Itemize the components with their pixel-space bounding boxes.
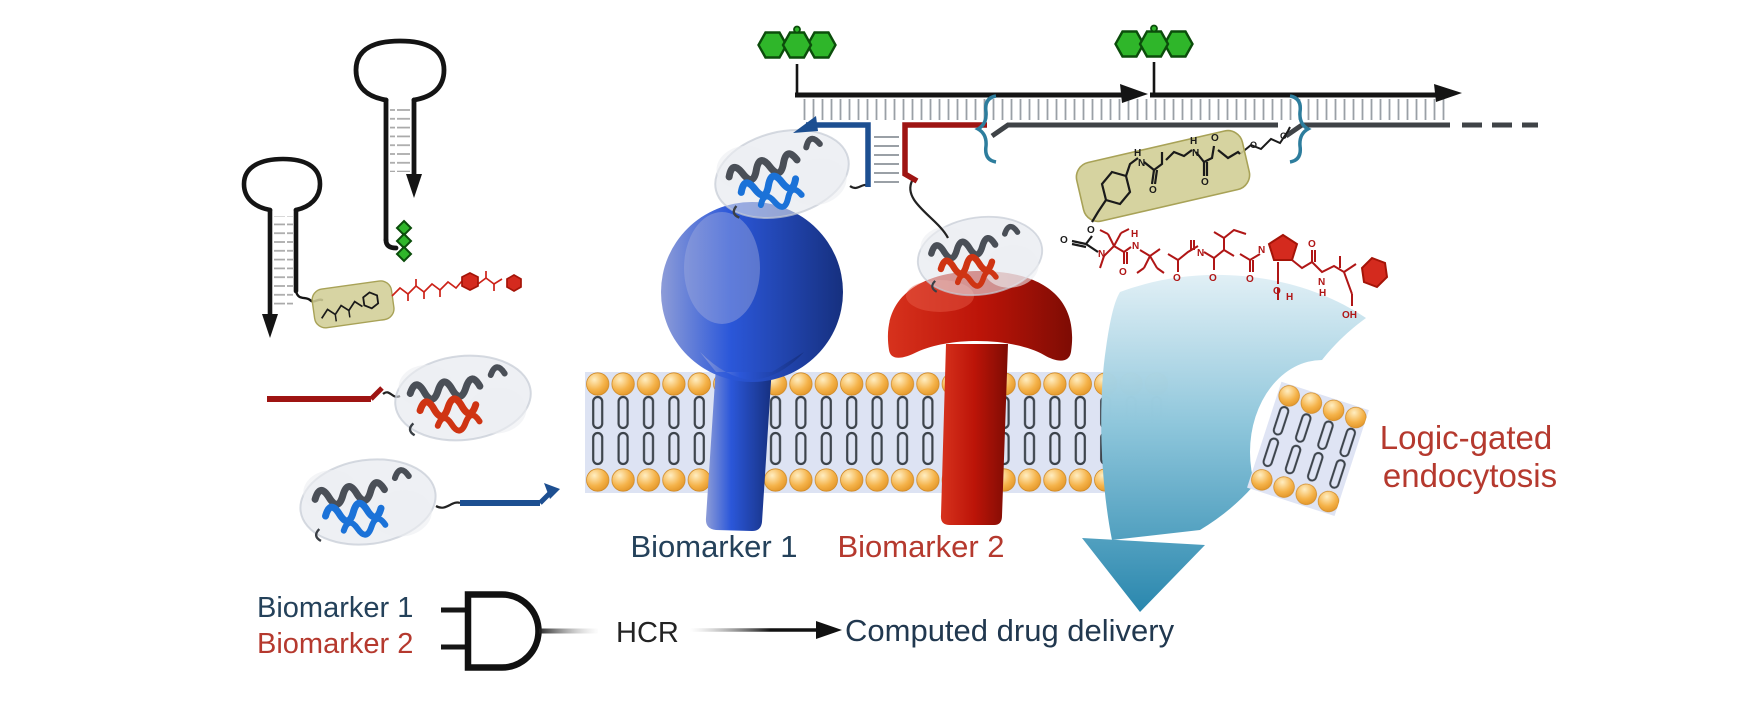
brace-right-icon bbox=[1289, 94, 1312, 164]
gate-input-label-1: Biomarker 1 bbox=[257, 592, 413, 624]
label-biomarker-2: Biomarker 2 bbox=[837, 529, 1004, 564]
fluorophore-icon bbox=[757, 25, 837, 59]
membrane-lipids bbox=[585, 370, 1168, 494]
hcr-arrow bbox=[690, 621, 842, 639]
fluorophore-icon bbox=[1114, 24, 1194, 58]
drug-molecule-mmae bbox=[1099, 228, 1389, 306]
linker-box-large bbox=[1075, 129, 1251, 223]
hcr-duplex bbox=[757, 24, 1538, 187]
cell-membrane bbox=[585, 370, 1168, 494]
hairpin-h1-rungs bbox=[274, 216, 293, 308]
svg-text:H: H bbox=[1319, 288, 1326, 299]
svg-text:O: O bbox=[1087, 225, 1095, 236]
red-strand-conjugate bbox=[267, 386, 401, 402]
hairpin-h2 bbox=[353, 38, 447, 251]
red-toehold-strand bbox=[902, 122, 987, 184]
svg-text:N: N bbox=[1132, 241, 1139, 252]
drug-atom-labels: N O H N O N O O N O H O N H OH bbox=[1098, 229, 1357, 321]
svg-text:O: O bbox=[1209, 273, 1217, 284]
svg-text:N: N bbox=[1258, 245, 1265, 256]
blue-toehold-strand bbox=[806, 122, 871, 187]
svg-text:N: N bbox=[1192, 148, 1199, 159]
blue-strand-conjugate bbox=[435, 483, 560, 509]
strand-arrowhead-icon bbox=[1434, 84, 1462, 102]
arrowhead-icon bbox=[816, 621, 842, 639]
svg-text:H: H bbox=[1190, 136, 1197, 147]
receptor-biomarker-1 bbox=[661, 202, 843, 531]
label-biomarker-1: Biomarker 1 bbox=[630, 529, 797, 564]
svg-text:O: O bbox=[1060, 235, 1068, 246]
svg-text:H: H bbox=[1286, 292, 1293, 303]
svg-text:H: H bbox=[1131, 229, 1138, 240]
grey-strand-segment-1 bbox=[990, 122, 1278, 139]
svg-text:O: O bbox=[1173, 273, 1181, 284]
drug-molecule-small bbox=[391, 271, 522, 301]
svg-text:O: O bbox=[1211, 133, 1219, 144]
svg-text:N: N bbox=[1098, 249, 1105, 260]
hairpin-h1-arrowhead-icon bbox=[262, 314, 278, 338]
hairpin-h2-arrowhead-icon bbox=[406, 174, 422, 198]
svg-text:O: O bbox=[1149, 185, 1157, 196]
endocytosis-arrow-icon bbox=[1082, 274, 1366, 612]
label-logic-gated-1: Logic-gated bbox=[1380, 419, 1552, 456]
hairpin-h2-rungs bbox=[390, 106, 410, 172]
linker-box-small bbox=[311, 280, 395, 329]
svg-text:O: O bbox=[1280, 131, 1287, 141]
label-logic-gated-2: endocytosis bbox=[1383, 457, 1557, 494]
svg-text:N: N bbox=[1318, 277, 1325, 288]
blue-strand-arrowhead-icon bbox=[793, 116, 818, 133]
and-gate bbox=[441, 591, 598, 671]
linker-squiggle-red bbox=[909, 180, 949, 239]
svg-text:O: O bbox=[1246, 274, 1254, 285]
basepair-rungs bbox=[800, 99, 1448, 120]
and-gate-icon bbox=[464, 591, 542, 671]
linker-atom-labels: O O H N O H N O O O O bbox=[1060, 131, 1287, 246]
affibody-red-free bbox=[391, 349, 535, 447]
label-computed-delivery: Computed drug delivery bbox=[845, 613, 1175, 648]
svg-text:N: N bbox=[1197, 248, 1204, 259]
svg-text:O: O bbox=[1273, 286, 1281, 297]
affibody-blue-free bbox=[295, 451, 441, 553]
fluorophore-small-icon bbox=[395, 219, 413, 263]
svg-text:N: N bbox=[1138, 158, 1145, 169]
hairpin-h1 bbox=[241, 156, 324, 319]
linker-structure bbox=[1091, 145, 1241, 223]
svg-text:O: O bbox=[1119, 267, 1127, 278]
strand-arrowhead-icon bbox=[1120, 84, 1148, 103]
membrane-flap bbox=[1246, 380, 1370, 517]
gate-input-label-2: Biomarker 2 bbox=[257, 628, 413, 660]
svg-text:O: O bbox=[1308, 239, 1316, 250]
label-hcr: HCR bbox=[616, 617, 679, 649]
svg-text:O: O bbox=[1250, 140, 1257, 150]
peg-linker bbox=[1239, 126, 1291, 155]
toehold-rungs bbox=[874, 136, 899, 183]
svg-text:O: O bbox=[1201, 177, 1209, 188]
grey-strand-segment-2 bbox=[1284, 122, 1450, 139]
carbamate bbox=[1071, 235, 1099, 253]
svg-text:OH: OH bbox=[1342, 310, 1357, 321]
svg-text:H: H bbox=[1134, 148, 1141, 159]
brace-left-icon bbox=[974, 94, 997, 164]
